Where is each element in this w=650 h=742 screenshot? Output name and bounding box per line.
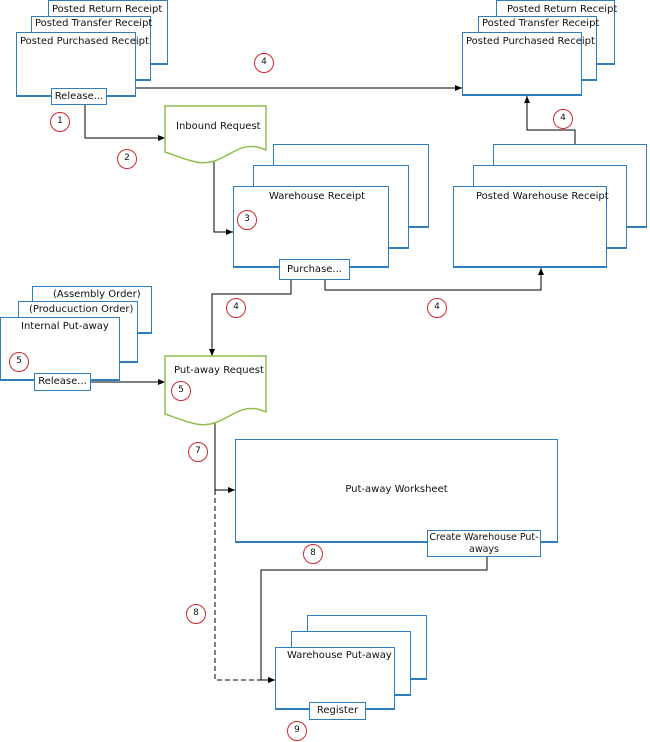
card-label: Posted Return Receipt [52, 4, 163, 15]
step-8-badge-worksheet: 8 [303, 544, 323, 564]
posted-purchased-receipt-card-right: Posted Purchased Receipt [462, 32, 595, 96]
arrow-posted-wh-receipt-to-posted-receipt [524, 96, 576, 144]
card-label: Warehouse Receipt [269, 191, 366, 202]
card-label: Posted Transfer Receipt [35, 18, 153, 29]
step-4-badge-left: 4 [226, 298, 246, 318]
purchase-button[interactable]: Purchase... [279, 259, 350, 280]
step-4-badge-right: 4 [553, 109, 573, 129]
arrow-purchase-to-posted-wh-receipt [324, 268, 544, 291]
posted-purchased-receipt-card: Posted Purchased Receipt [16, 32, 149, 97]
warehouse-receipt-card: Warehouse Receipt [233, 186, 389, 268]
card-label: Put-away Worksheet [345, 484, 448, 495]
step-8-badge-dashed: 8 [186, 604, 206, 624]
card-label: Posted Purchased Receipt [466, 36, 595, 47]
card-label: Posted Purchased Receipt [20, 36, 149, 47]
register-button[interactable]: Register [309, 702, 366, 720]
step-7-badge: 7 [188, 442, 208, 462]
card-label: Posted Transfer Receipt [482, 18, 600, 29]
card-label: Posted Warehouse Receipt [476, 191, 609, 202]
warehouse-putaway-card: Warehouse Put-away [275, 647, 395, 710]
card-label: (Producuction Order) [29, 304, 134, 315]
step-3-badge: 3 [237, 210, 257, 230]
step-4-badge-middle: 4 [427, 298, 447, 318]
step-5-badge-request: 5 [171, 381, 191, 401]
card-label: Warehouse Put-away [287, 650, 392, 661]
arrow-inbound-to-warehouse-receipt [213, 160, 233, 235]
arrow-release-to-inbound-request [84, 105, 165, 141]
arrow-purchase-to-putaway-request [209, 280, 292, 356]
release-button[interactable]: Release... [51, 88, 107, 105]
step-1-badge: 1 [50, 112, 70, 132]
button-label: Create Warehouse Put-aways [429, 532, 539, 555]
step-9-badge: 9 [287, 721, 307, 741]
card-label: (Assembly Order) [53, 289, 141, 300]
card-label: Posted Return Receipt [507, 4, 618, 15]
inbound-request-label: Inbound Request [176, 121, 261, 132]
step-2-badge: 2 [117, 149, 137, 169]
internal-release-button[interactable]: Release... [34, 373, 91, 391]
putaway-request-label: Put-away Request [174, 365, 264, 376]
putaway-worksheet-card: Put-away Worksheet [235, 439, 558, 543]
card-label: Internal Put-away [21, 321, 109, 332]
create-warehouse-putaways-button[interactable]: Create Warehouse Put-aways [427, 530, 541, 557]
step-4-badge-top: 4 [254, 53, 274, 73]
posted-warehouse-receipt-card: Posted Warehouse Receipt [453, 186, 609, 268]
step-5-badge-internal: 5 [9, 352, 29, 372]
